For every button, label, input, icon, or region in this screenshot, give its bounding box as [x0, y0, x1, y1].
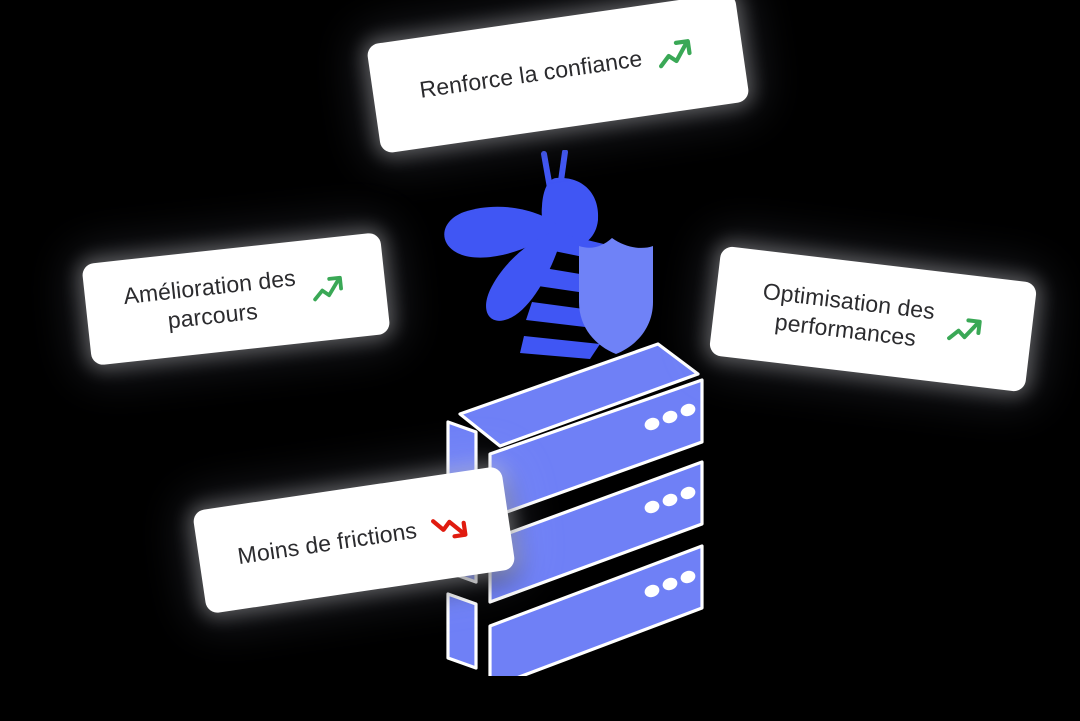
benefit-card-label: Amélioration des parcours — [122, 264, 297, 334]
benefit-card-label: Renforce la confiance — [417, 45, 644, 104]
bee-wing-lower — [486, 230, 562, 321]
trending-up-icon — [659, 39, 692, 69]
benefit-card-label: Optimisation des performances — [761, 277, 937, 352]
benefit-card-performance[interactable]: Optimisation des performances — [708, 245, 1038, 393]
benefit-card-label: Moins de frictions — [235, 517, 419, 570]
trending-up-icon — [947, 317, 983, 340]
server-indicator-dots — [644, 570, 696, 598]
trending-up-icon — [313, 275, 344, 302]
shield-icon — [579, 238, 653, 354]
server-indicator-dots — [644, 486, 696, 514]
benefit-card-trust[interactable]: Renforce la confiance — [366, 0, 750, 154]
server-unit — [446, 544, 704, 690]
benefit-card-friction[interactable]: Moins de frictions — [192, 465, 516, 615]
trending-down-icon — [431, 519, 468, 539]
server-indicator-dots — [644, 403, 696, 431]
benefit-card-journeys[interactable]: Amélioration des parcours — [81, 232, 391, 366]
bee-shield-logo — [440, 149, 660, 362]
